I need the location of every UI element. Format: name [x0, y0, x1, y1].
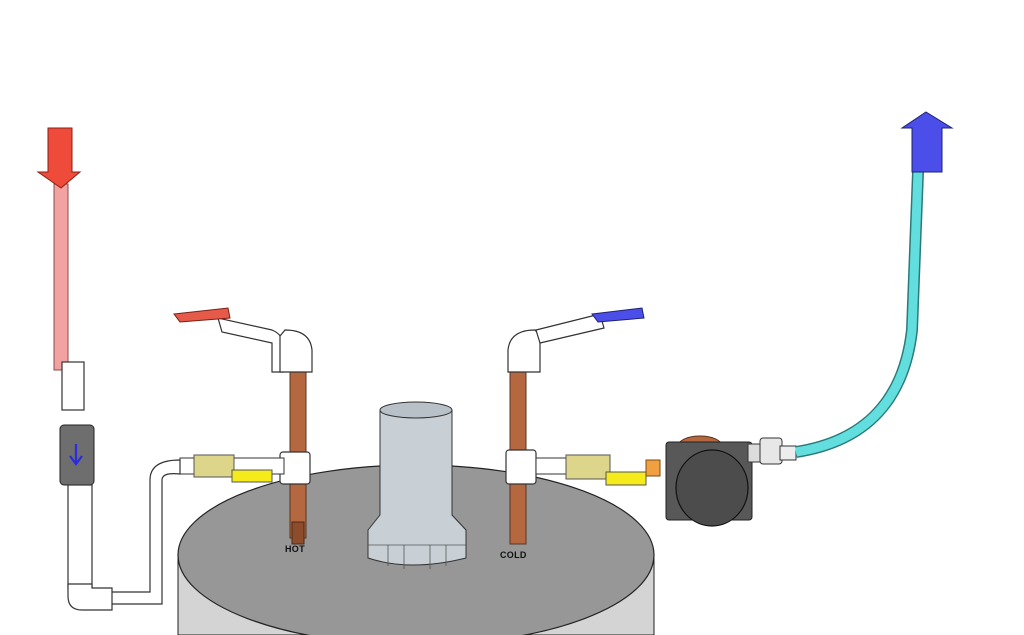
hot-label: HOT [285, 544, 305, 554]
flow-arrow-icon [69, 444, 83, 466]
down-arrow-icon [36, 127, 82, 189]
hot-pvc-loop [107, 459, 181, 605]
pump-motor [675, 449, 749, 527]
cold-side-pipe [535, 457, 571, 475]
up-arrow-icon [900, 111, 954, 173]
pump-coupling [645, 459, 661, 477]
cold-tee [505, 449, 537, 485]
cold-ball-valve-handle [605, 471, 647, 486]
hot-supply-line [36, 127, 113, 611]
flue-pipe [367, 401, 467, 569]
cold-return-tube [795, 171, 924, 458]
cold-pvc-elbow [507, 329, 541, 373]
lower-elbow [67, 583, 113, 611]
cold-ball-valve-body [565, 454, 611, 480]
cold-inlet-assembly: COLD [500, 307, 661, 560]
cold-flag-icon [591, 307, 645, 323]
cold-return-line [795, 111, 954, 458]
hot-outlet-assembly: HOT [107, 307, 313, 605]
hot-copper-fitting [291, 521, 305, 545]
lower-supply-pipe [67, 484, 93, 590]
hot-flag-icon [173, 307, 231, 323]
circulator-pump [665, 435, 797, 527]
coupling-upper [61, 361, 85, 411]
cold-label: COLD [500, 550, 527, 560]
hot-ball-valve-body [193, 454, 235, 478]
hot-ball-valve-handle [231, 469, 273, 483]
hot-pvc-elbow [217, 317, 285, 373]
hot-supply-tube [53, 183, 69, 371]
